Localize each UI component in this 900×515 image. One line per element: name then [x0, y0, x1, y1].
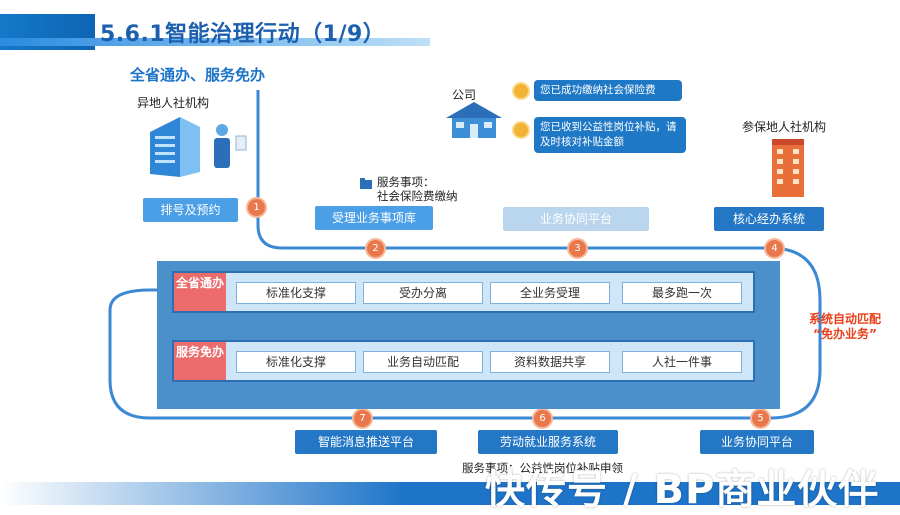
collaboration-platform-bottom-button[interactable]: 业务协同平台 — [700, 430, 814, 454]
cell-one-visit: 最多跑一次 — [622, 282, 742, 304]
chat-icon — [512, 82, 530, 100]
auto-match-note: 系统自动匹配 “免办业务” — [790, 312, 900, 342]
row-label-exempt-service: 服务免办 — [174, 342, 226, 380]
chat-icon — [512, 121, 530, 139]
cell-full-acceptance: 全业务受理 — [490, 282, 610, 304]
house-icon — [446, 102, 502, 138]
core-system-button[interactable]: 核心经办系统 — [714, 207, 824, 231]
business-library-button[interactable]: 受理业务事项库 — [315, 206, 433, 230]
row-province-wide: 全省通办 标准化支撑 受办分离 全业务受理 最多跑一次 — [172, 271, 755, 313]
flow-subtitle: 全省通办、服务免办 — [130, 66, 266, 84]
employment-system-button[interactable]: 劳动就业服务系统 — [478, 430, 618, 454]
title-underline-bar — [0, 38, 430, 46]
folder-icon — [360, 178, 372, 189]
step-7: 7 — [352, 408, 373, 429]
notice-bubble-subsidy: 您已收到公益性岗位补贴，请及时核对补贴金额 — [534, 117, 686, 153]
step-2: 2 — [365, 238, 386, 259]
cell-auto-match: 业务自动匹配 — [363, 351, 483, 373]
watermark-text: 快传号 / BP商业伙伴 — [485, 467, 880, 513]
cell-standardization: 标准化支撑 — [236, 282, 356, 304]
bottom-service-caption: 服务事项：公益性岗位补贴申领 — [462, 461, 623, 475]
row-exempt-service: 服务免办 标准化支撑 业务自动匹配 资料数据共享 人社一件事 — [172, 340, 755, 382]
row-label-province-wide: 全省通办 — [174, 273, 226, 311]
footer-strip — [0, 482, 900, 505]
auto-match-line2: “免办业务” — [813, 327, 877, 341]
cell-acceptance-separation: 受办分离 — [363, 282, 483, 304]
cell-data-sharing: 资料数据共享 — [490, 351, 610, 373]
queue-reservation-button[interactable]: 排号及预约 — [143, 198, 238, 222]
step-4: 4 — [764, 238, 785, 259]
cell-one-thing: 人社一件事 — [622, 351, 742, 373]
step-3: 3 — [567, 238, 588, 259]
auto-match-line1: 系统自动匹配 — [808, 312, 881, 326]
step-5: 5 — [750, 408, 771, 429]
cell-standardization-2: 标准化支撑 — [236, 351, 356, 373]
service-item-label: 服务事项： — [377, 175, 435, 189]
service-item-value: 社会保险费缴纳 — [377, 189, 458, 203]
building-icon — [150, 117, 247, 177]
page-title: 5.6.1智能治理行动（1/9） — [100, 22, 386, 47]
company-label: 公司 — [452, 88, 477, 102]
step-6: 6 — [532, 408, 553, 429]
collaboration-platform-top-button[interactable]: 业务协同平台 — [503, 207, 649, 231]
service-item: 服务事项： 社会保险费缴纳 — [377, 175, 458, 203]
notice-bubble-payment: 您已成功缴纳社会保险费 — [534, 80, 682, 101]
office-tower-icon — [772, 139, 804, 197]
step-1: 1 — [246, 197, 267, 218]
message-push-button[interactable]: 智能消息推送平台 — [295, 430, 437, 454]
remote-agency-label: 异地人社机构 — [137, 96, 210, 110]
insured-agency-label: 参保地人社机构 — [742, 120, 827, 134]
